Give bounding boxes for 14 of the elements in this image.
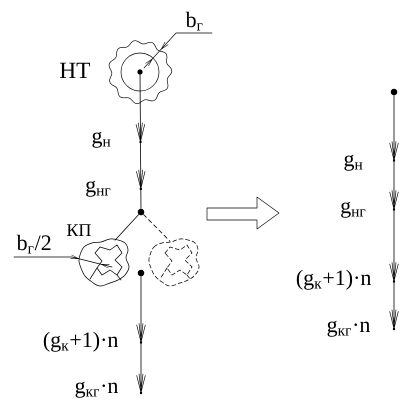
node-caption: НТ bbox=[60, 62, 90, 78]
dashed-line bbox=[143, 214, 170, 242]
dashed-part-outline bbox=[148, 238, 200, 286]
node-caption: КП bbox=[66, 224, 91, 236]
symbol-label: (g$_{к}$+1)·n bbox=[44, 332, 118, 352]
line bbox=[114, 214, 140, 241]
arrow bbox=[389, 95, 399, 330]
symbol-label: g$_{кг}$·n bbox=[328, 320, 370, 337]
symbol-label: g$_{нг}$ bbox=[86, 180, 110, 197]
symbol-label: g$_{нг}$ bbox=[341, 202, 366, 218]
arrow bbox=[136, 72, 146, 209]
symbol-label: g$_{н}$ bbox=[92, 132, 110, 148]
symbol-label: (g$_{к}$+1)·n bbox=[296, 270, 372, 290]
symbol-label: g$_{кг}$·n bbox=[76, 382, 118, 398]
